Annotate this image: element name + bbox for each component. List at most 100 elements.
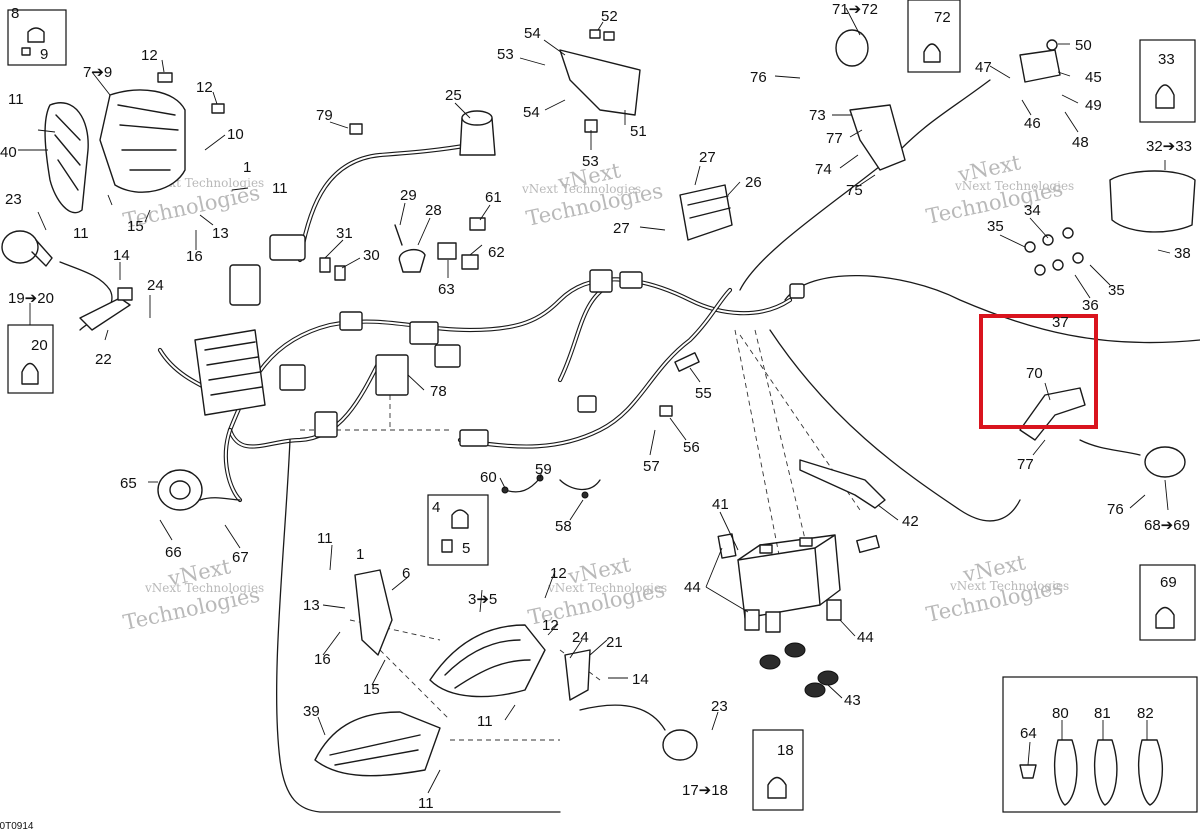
callout-label: 45 [1085, 69, 1102, 86]
callout-label: 72 [934, 9, 951, 26]
callout-label: 71➔72 [832, 1, 878, 18]
strap-42 [799, 459, 886, 509]
bulb-box-72 [907, 0, 961, 73]
callout-label: 11 [317, 530, 333, 547]
watermark-text: vNext Technologies [954, 179, 1074, 193]
part-55 [674, 352, 700, 372]
fuse-box [194, 329, 266, 416]
relay-78 [375, 354, 409, 396]
callout-label: 73 [809, 107, 826, 124]
callout-label: 49 [1085, 97, 1102, 114]
parts [1, 0, 1198, 813]
callout-label: 39 [303, 703, 320, 720]
reference-lines [300, 329, 861, 741]
connector [789, 283, 805, 299]
callout-label: 3➔5 [468, 591, 497, 608]
callout-label: 36 [1082, 297, 1099, 314]
callout-label: 61 [485, 189, 502, 206]
callout-label: 24 [572, 629, 589, 646]
bracket-70 [1019, 387, 1086, 441]
turn-signal-23 [1, 230, 39, 264]
callout-label: 65 [120, 475, 137, 492]
callout-label: 15 [127, 218, 144, 235]
bulb-box-4 [427, 494, 489, 566]
watermark-text: vNext Technologies [144, 581, 264, 595]
connector [269, 234, 306, 261]
callout-label: 32➔33 [1146, 138, 1192, 155]
connector [577, 395, 597, 413]
clamp-81 [1094, 739, 1118, 806]
callout-label: 62 [488, 244, 505, 261]
turn-signal-68 [1144, 446, 1186, 478]
fuse-block-26 [679, 184, 733, 241]
callout-label: 16 [314, 651, 331, 668]
callout-label: 44 [857, 629, 874, 646]
callout-label: 58 [555, 518, 572, 535]
callout-label: 40 [0, 144, 17, 161]
callout-label: 35 [1108, 282, 1125, 299]
callout-label: 35 [987, 218, 1004, 235]
callout-label: 31 [336, 225, 353, 242]
connector [589, 269, 613, 293]
callout-label: 53 [497, 46, 514, 63]
headlamp-housing-7-9 [99, 89, 186, 193]
callout-label: 80 [1052, 705, 1069, 722]
connector [409, 321, 439, 345]
callout-label: 38 [1174, 245, 1191, 262]
bracket-1 [354, 569, 393, 656]
callout-label: 57 [643, 458, 660, 475]
callout-label: 56 [683, 439, 700, 456]
callout-label: 37 [1052, 314, 1069, 331]
callout-label: 12 [141, 47, 158, 64]
push-rivet-64 [1019, 764, 1037, 779]
callout-label: 47 [975, 59, 992, 76]
callout-label: 24 [147, 277, 164, 294]
pad-44 [856, 534, 880, 554]
callout-label: 44 [684, 579, 701, 596]
callout-label: 76 [1107, 501, 1124, 518]
callout-label: 34 [1024, 202, 1041, 219]
callout-label: 82 [1137, 705, 1154, 722]
callout-label: 9 [40, 46, 48, 63]
connector-63 [437, 242, 457, 260]
callout-label: 64 [1020, 725, 1037, 742]
callout-label: 43 [844, 692, 861, 709]
callout-label: 12 [542, 617, 559, 634]
callout-label: 11 [8, 91, 24, 108]
watermark-text: vNext Technologies [949, 579, 1069, 593]
callout-label: 54 [523, 104, 540, 121]
connector [339, 311, 363, 331]
callout-label: 53 [582, 153, 599, 170]
callout-label: 1 [243, 159, 251, 176]
bulb-box-8 [7, 9, 67, 66]
callout-label: 28 [425, 202, 442, 219]
callout-label: 51 [630, 123, 647, 140]
callout-label: 21 [606, 634, 623, 651]
bracket-21 [564, 649, 591, 701]
connector [459, 429, 489, 447]
callout-label: 48 [1072, 134, 1089, 151]
callout-label: 42 [902, 513, 919, 530]
callout-label: 8 [11, 5, 19, 22]
callout-label: 12 [196, 79, 213, 96]
fuse-30 [334, 265, 346, 281]
callout-label: 66 [165, 544, 182, 561]
callout-label: 74 [815, 161, 832, 178]
callout-label: 20 [31, 337, 48, 354]
clip-52 [589, 29, 601, 39]
callout-label: 6 [402, 565, 410, 582]
callout-label: 19➔20 [8, 290, 54, 307]
connector-63b [461, 254, 479, 270]
callout-label: 1 [356, 546, 364, 563]
clip-52b [603, 31, 615, 41]
pad-44 [717, 533, 737, 559]
callout-label: 70 [1026, 365, 1043, 382]
watermark-text: vNext Technologies [521, 182, 641, 196]
callout-labels: 8 9 7➔9 11 40 12 12 10 1 11 23 11 15 13 … [0, 1, 1192, 812]
callout-label: 26 [745, 174, 762, 191]
callout-label: 22 [95, 351, 112, 368]
callout-label: 10 [227, 126, 244, 143]
pad-44 [765, 611, 781, 633]
clamp-82 [1138, 739, 1163, 806]
